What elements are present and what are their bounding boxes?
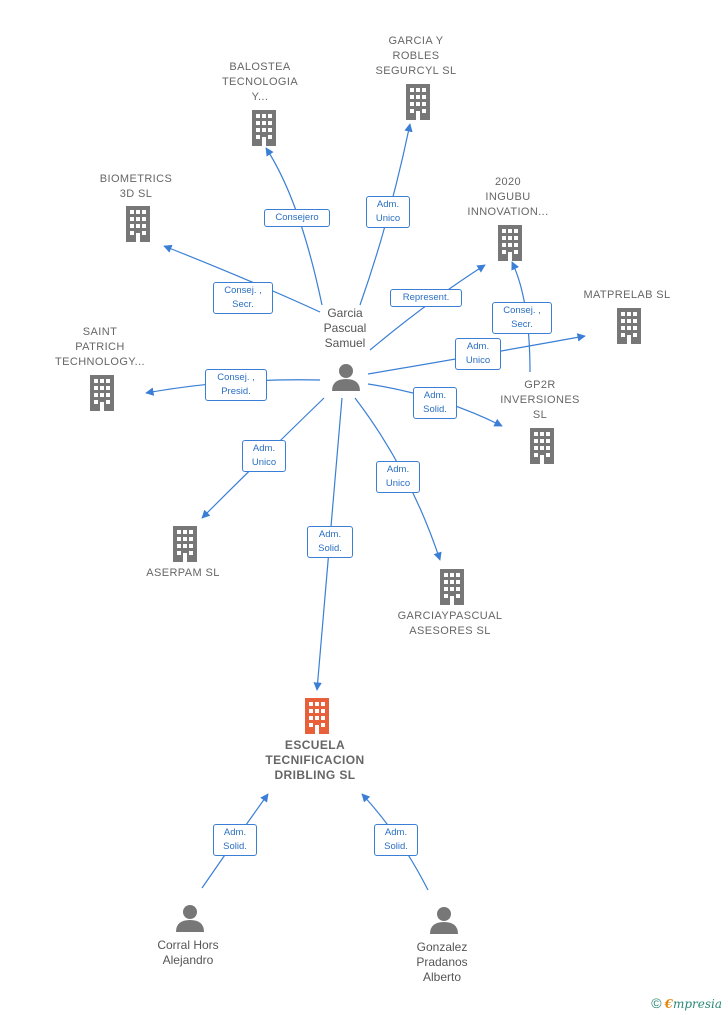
edge-label-adm-solid[interactable]: Adm.Solid.: [413, 387, 457, 419]
building-icon[interactable]: [437, 569, 467, 610]
person-icon[interactable]: [429, 905, 459, 940]
building-icon[interactable]: [87, 375, 117, 416]
person-icon[interactable]: [175, 903, 205, 938]
edge-label-adm-unico[interactable]: Adm.Unico: [455, 338, 501, 370]
building-icon[interactable]: [249, 110, 279, 151]
edge-label-adm-solid[interactable]: Adm.Solid.: [213, 824, 257, 856]
edge-label-adm-unico[interactable]: Adm.Unico: [366, 196, 410, 228]
edge-label-consej-presid[interactable]: Consej. ,Presid.: [205, 369, 267, 401]
building-icon[interactable]: [170, 526, 200, 567]
brand-initial: €: [664, 997, 673, 1011]
building-icon[interactable]: [403, 84, 433, 125]
edge-label-consej-secr[interactable]: Consej. ,Secr.: [213, 282, 273, 314]
building-main-icon[interactable]: [302, 698, 332, 739]
building-icon[interactable]: [614, 308, 644, 349]
edge-label-adm-solid[interactable]: Adm.Solid.: [307, 526, 353, 558]
copyright-icon: ©: [651, 995, 662, 1011]
brand-name: mpresia: [672, 997, 722, 1011]
edge-label-adm-solid[interactable]: Adm.Solid.: [374, 824, 418, 856]
footer-brand[interactable]: ©€mpresia: [651, 995, 722, 1011]
edge-label-consejero[interactable]: Consejero: [264, 209, 330, 227]
edge-label-represent[interactable]: Represent.: [390, 289, 462, 307]
edge-biometrics: [163, 244, 321, 313]
company-label-matprelab[interactable]: MATPRELAB SL: [583, 289, 671, 301]
edge-label-consej-secr[interactable]: Consej. ,Secr.: [492, 302, 552, 334]
edge-label-adm-unico[interactable]: Adm.Unico: [242, 440, 286, 472]
company-label-aserpam[interactable]: ASERPAM SL: [146, 567, 220, 579]
building-icon[interactable]: [123, 206, 153, 247]
edge-label-adm-unico[interactable]: Adm.Unico: [376, 461, 420, 493]
building-icon[interactable]: [495, 225, 525, 266]
person-icon[interactable]: [331, 362, 361, 397]
building-icon[interactable]: [527, 428, 557, 469]
